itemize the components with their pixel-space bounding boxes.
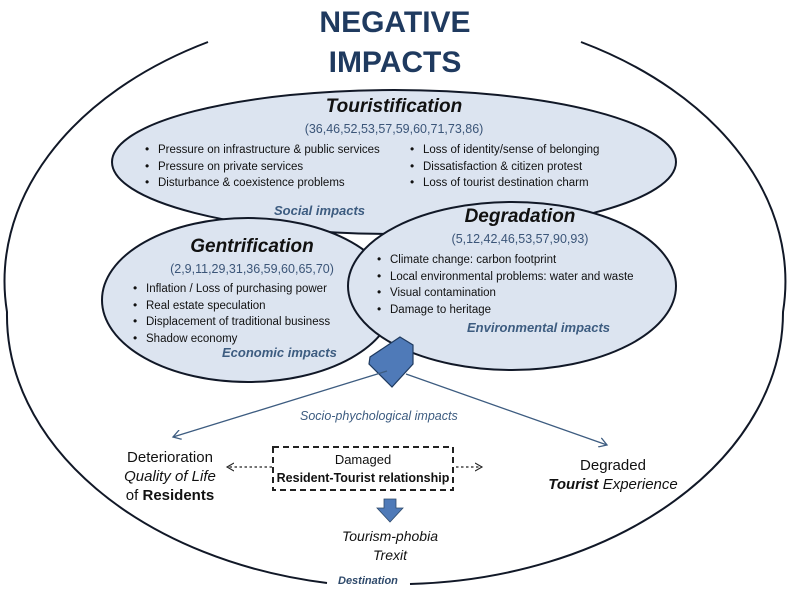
- economic-impacts-label: Economic impacts: [222, 345, 337, 360]
- tourists-line-2: Tourist Experience: [548, 475, 678, 494]
- social-impacts-label: Social impacts: [274, 203, 366, 218]
- degradation-heading: Degradation: [464, 206, 576, 227]
- result-line-1: Tourism-phobia: [342, 528, 438, 544]
- relationship-line-1: Damaged: [334, 452, 392, 467]
- list-item: Pressure on infrastructure & public serv…: [145, 142, 380, 159]
- list-item: Dissatisfaction & citizen protest: [410, 159, 599, 176]
- degradation-list: Climate change: carbon footprint Local e…: [377, 252, 634, 318]
- list-item: Disturbance & coexistence problems: [145, 175, 380, 192]
- residents-line-3: of Residents: [105, 486, 235, 505]
- title-line-2: IMPACTS: [328, 46, 462, 79]
- down-arrow-icon: [376, 498, 404, 523]
- degradation-refs: (5,12,42,46,53,57,90,93): [451, 232, 589, 246]
- touristification-list-left: Pressure on infrastructure & public serv…: [145, 142, 380, 192]
- list-item: Loss of identity/sense of belonging: [410, 142, 599, 159]
- gentrification-heading: Gentrification: [190, 236, 314, 257]
- destination-label: Destination: [338, 575, 398, 587]
- environmental-impacts-label: Environmental impacts: [467, 320, 611, 335]
- convergence-arrow-icon: [368, 336, 414, 388]
- touristification-list-right: Loss of identity/sense of belonging Diss…: [410, 142, 599, 192]
- gentrification-refs: (2,9,11,29,31,36,59,60,65,70): [170, 262, 334, 276]
- list-item: Local environmental problems: water and …: [377, 269, 634, 286]
- touristification-heading: Touristification: [325, 96, 463, 117]
- tourists-line-1: Degraded: [580, 457, 646, 474]
- diagram-title: NEGATIVE IMPACTS: [275, 3, 515, 83]
- tourists-rest: Experience: [598, 476, 678, 493]
- touristification-refs: (36,46,52,53,57,59,60,71,73,86): [304, 122, 484, 136]
- residents-outcome: Deterioration Quality of Life of Residen…: [105, 448, 235, 505]
- result-line-2: Trexit: [373, 547, 407, 563]
- list-item: Inflation / Loss of purchasing power: [133, 281, 330, 298]
- list-item: Real estate speculation: [133, 298, 330, 315]
- residents-bold: Residents: [142, 487, 215, 504]
- gentrification-list: Inflation / Loss of purchasing power Rea…: [133, 281, 330, 347]
- relationship-line-2: Resident-Tourist relationship: [276, 471, 450, 485]
- list-item: Damage to heritage: [377, 302, 634, 319]
- arrow-to-residents: [173, 370, 388, 437]
- residents-prefix: of: [125, 487, 143, 504]
- arrow-to-tourists: [405, 373, 607, 445]
- destination-boundary: [3, 41, 787, 585]
- list-item: Displacement of traditional business: [133, 314, 330, 331]
- result-text: Tourism-phobia Trexit: [320, 527, 460, 565]
- relationship-box-border: [272, 446, 454, 491]
- residents-line-2: Quality of Life: [124, 468, 216, 485]
- list-item: Shadow economy: [133, 331, 330, 348]
- list-item: Pressure on private services: [145, 159, 380, 176]
- list-item: Loss of tourist destination charm: [410, 175, 599, 192]
- tourists-bold: Tourist: [548, 476, 599, 493]
- list-item: Visual contamination: [377, 285, 634, 302]
- socio-psychological-label: Socio-phychological impacts: [300, 409, 458, 423]
- title-line-1: NEGATIVE: [319, 6, 471, 39]
- residents-line-1: Deterioration: [127, 449, 213, 466]
- tourists-outcome: Degraded Tourist Experience: [548, 456, 678, 494]
- list-item: Climate change: carbon footprint: [377, 252, 634, 269]
- relationship-box: Damaged Resident-Tourist relationship: [273, 451, 453, 487]
